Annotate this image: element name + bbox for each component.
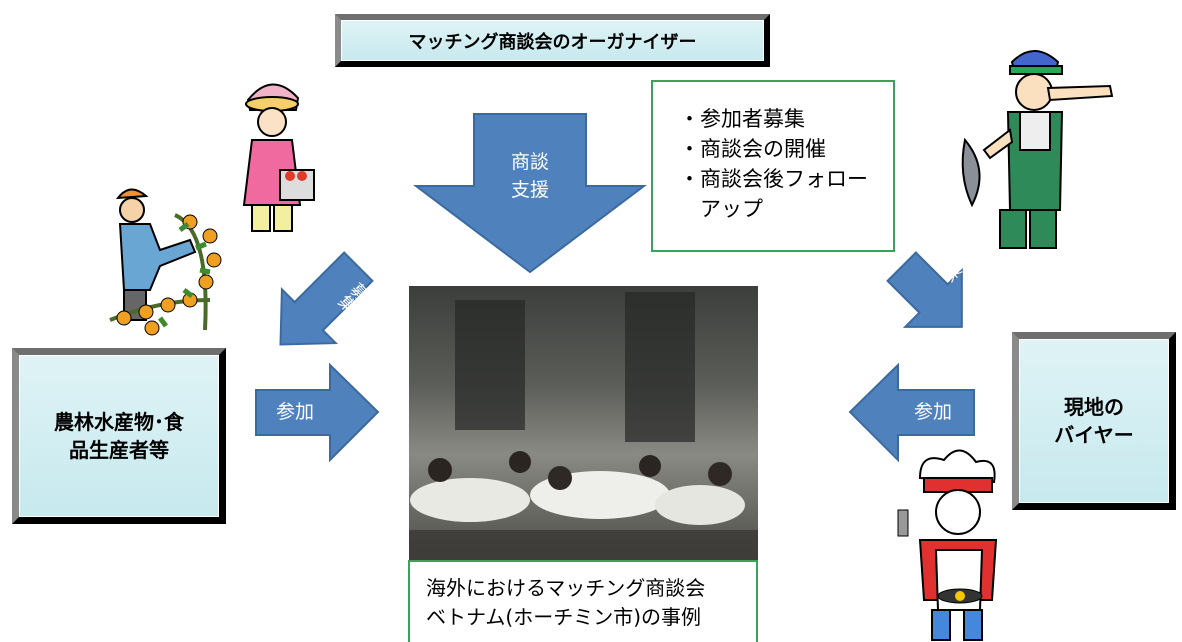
participate-left-label: 参加 <box>275 401 314 423</box>
event-photo <box>409 286 758 566</box>
producers-box: 農林水産物･食 品生産者等 <box>12 348 226 524</box>
recruit-right-arrow <box>886 251 963 328</box>
producers-line2: 品生産者等 <box>69 438 169 462</box>
participate-right-label: 参加 <box>913 401 952 423</box>
chef-illustration <box>897 449 998 641</box>
task-item-hold: ・商談会の開催 <box>679 137 826 161</box>
task-item-recruit: ・参加者募集 <box>679 107 805 131</box>
buyers-line2: バイヤー <box>1054 423 1134 447</box>
recruit-left-arrow <box>279 251 374 346</box>
caption-line1: 海外におけるマッチング商談会 <box>426 576 706 600</box>
task-item-followup: ・商談会後フォロー <box>679 167 868 191</box>
farmer-woman-illustration <box>242 83 315 232</box>
support-arrow <box>413 113 647 274</box>
participate-right-arrow <box>848 362 975 463</box>
buyers-box: 現地の バイヤー <box>1012 332 1176 510</box>
task-item-followup-cont: アップ <box>679 197 763 221</box>
caption-line2: ベトナム(ホーチミン市)の事例 <box>426 605 702 629</box>
support-arrow-label: 商談 支援 <box>510 151 549 201</box>
buyers-line1: 現地の <box>1064 395 1124 419</box>
producers-line1: 農林水産物･食 <box>54 410 184 434</box>
photo-caption-box: 海外におけるマッチング商談会 ベトナム(ホーチミン市)の事例 <box>408 560 758 642</box>
fishmonger-illustration <box>961 50 1114 249</box>
organizer-banner: マッチング商談会のオーガナイザー <box>335 14 770 67</box>
participate-left-arrow <box>255 362 380 463</box>
task-list-box: ・参加者募集 ・商談会の開催 ・商談会後フォロー アップ <box>651 80 895 252</box>
farmer-orange-illustration <box>109 188 222 336</box>
organizer-title: マッチング商談会のオーガナイザー <box>408 31 697 53</box>
